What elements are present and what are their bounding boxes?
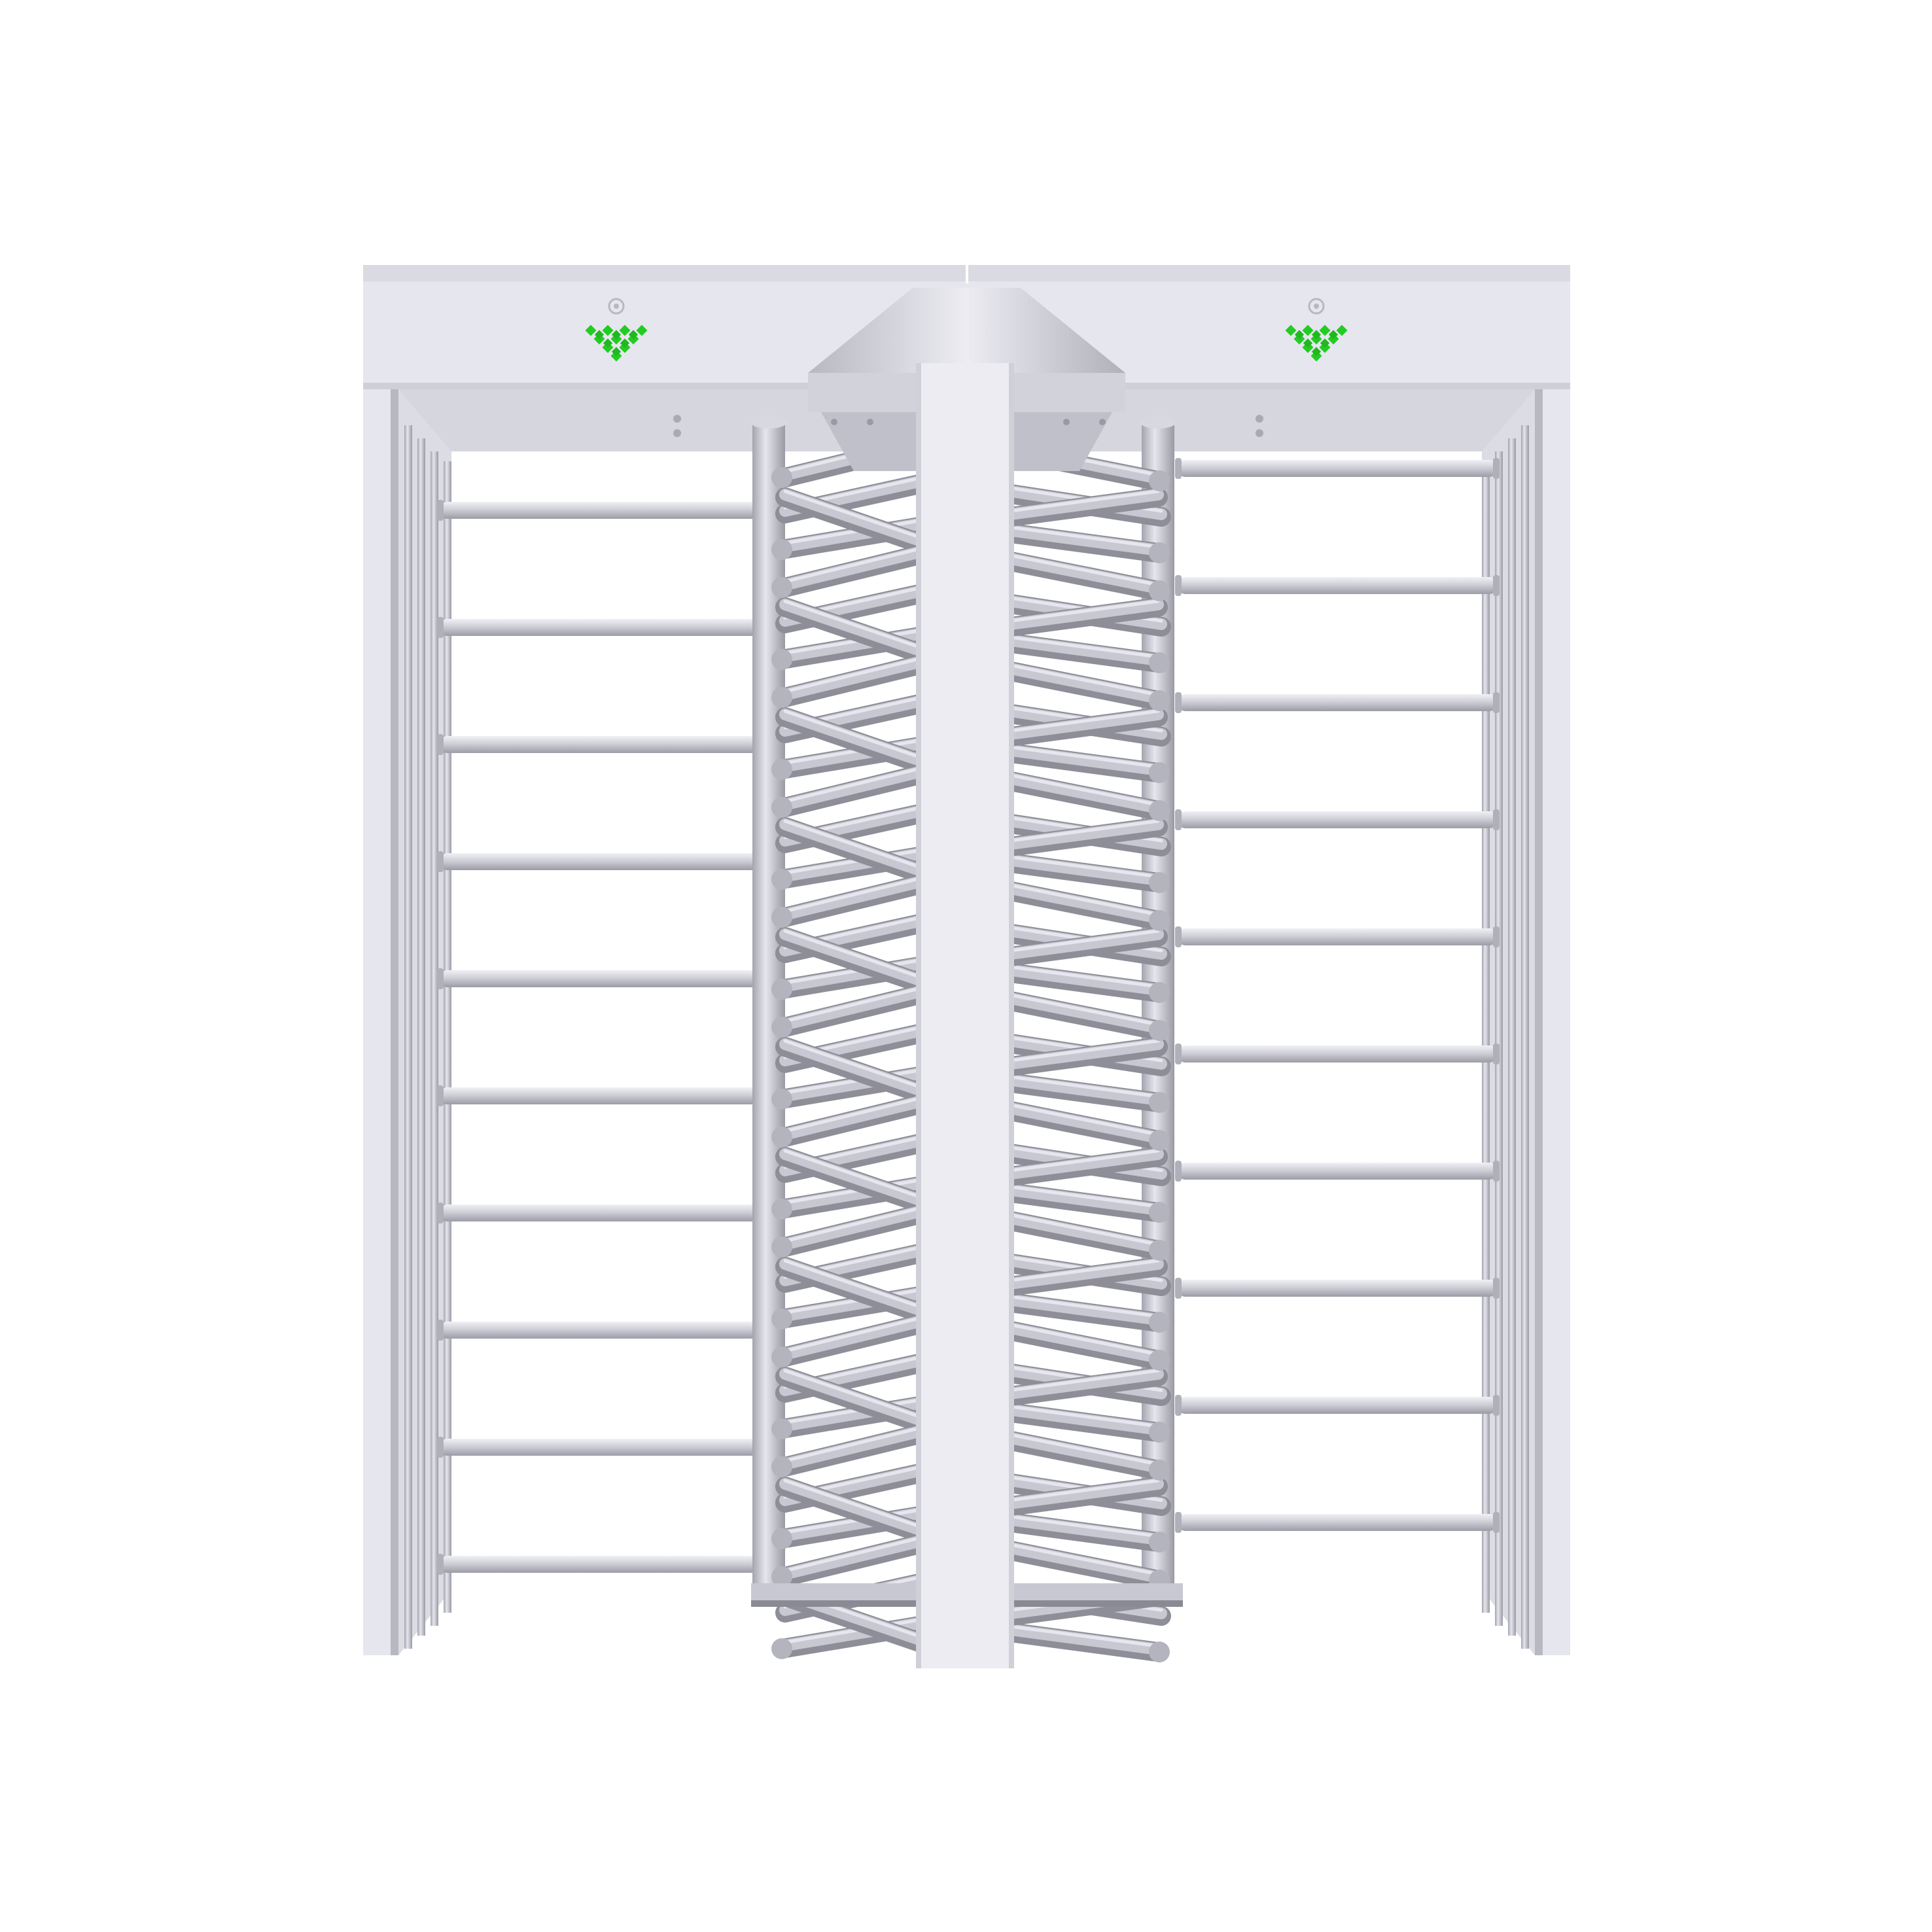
right-fence-bar <box>1175 1512 1500 1533</box>
rotor-arm-level <box>771 765 1171 893</box>
left-side-frame <box>363 389 451 1655</box>
right-fence-bar <box>1175 458 1500 479</box>
right-fence-bar <box>1175 1278 1500 1299</box>
sensor-icon <box>608 298 625 315</box>
left-fence-bar <box>437 1085 762 1106</box>
left-fence-bar <box>437 1437 762 1458</box>
left-fence-bar <box>437 1320 762 1341</box>
green-arrow-down-icon <box>585 325 648 362</box>
rotor-arm-level <box>771 1204 1171 1333</box>
rotor-arm-level <box>771 1314 1171 1443</box>
left-fence-bar <box>437 734 762 755</box>
rotor-arms <box>771 435 1171 1662</box>
right-fence-bar <box>1175 926 1500 947</box>
rotor-arm-level <box>771 545 1171 673</box>
rotor-arm-level <box>771 875 1171 1003</box>
left-fence-bar <box>437 1554 762 1575</box>
right-fence-bars <box>1175 458 1500 1533</box>
lane-1-indicator <box>585 298 648 362</box>
left-fence-bar <box>437 968 762 989</box>
central-pillar <box>916 363 1014 1668</box>
right-fence-bar <box>1175 575 1500 596</box>
left-fence-bar <box>437 851 762 872</box>
rotor-arm-level <box>771 655 1171 783</box>
left-fence-bar <box>437 1203 762 1223</box>
right-fence-bar <box>1175 1161 1500 1182</box>
rotor-arm-level <box>771 1424 1171 1553</box>
rotor-arm-level <box>771 1095 1171 1223</box>
left-fence-bar <box>437 500 762 521</box>
left-fence-bar <box>437 617 762 638</box>
sensor-icon <box>1308 298 1325 315</box>
right-fence-bar <box>1175 692 1500 713</box>
right-fence-bar <box>1175 809 1500 830</box>
right-fence-bar <box>1175 1395 1500 1416</box>
right-fence-bar <box>1175 1044 1500 1064</box>
rotor-arm-level <box>771 985 1171 1113</box>
left-fence-bars <box>437 500 762 1575</box>
